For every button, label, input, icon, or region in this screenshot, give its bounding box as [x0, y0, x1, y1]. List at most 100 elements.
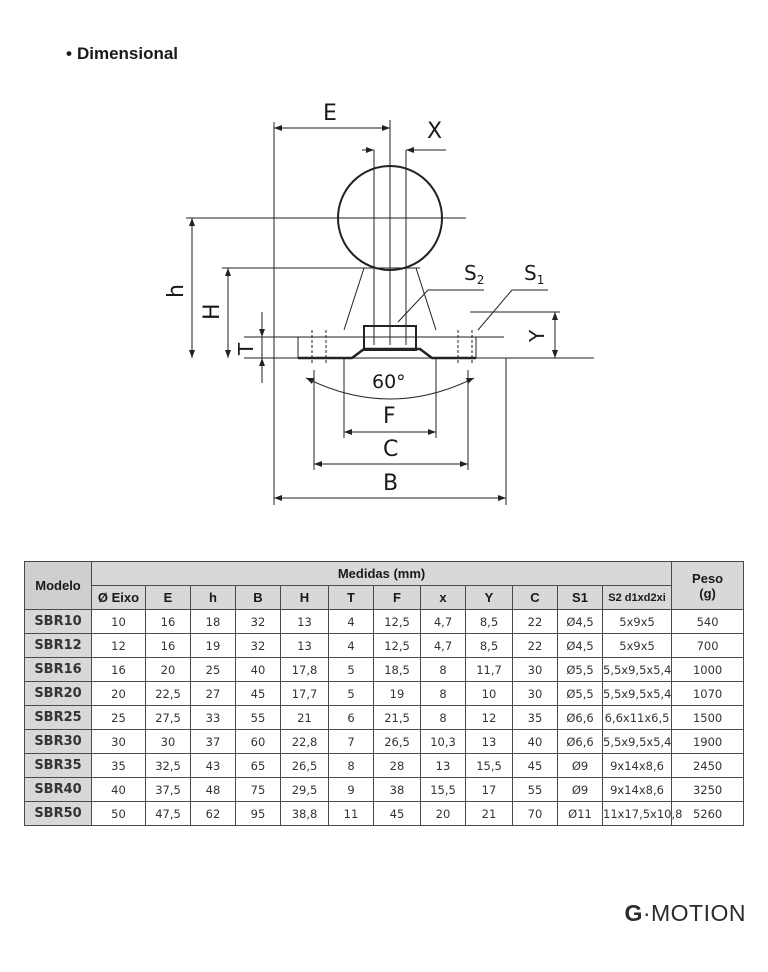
table-cell: 5,5x9,5x5,4 — [601, 681, 673, 706]
model-cell: SBR10 — [24, 609, 92, 634]
table-cell: 18 — [190, 609, 236, 634]
table-cell: 9x14x8,6 — [601, 777, 673, 802]
section-title: •Dimensional — [66, 44, 178, 64]
table-cell: 12 — [465, 705, 513, 730]
dimension-drawing: E X h H T Y F C B 60° S2 S1 — [164, 101, 594, 505]
table-cell: 5x9x5 — [601, 609, 673, 634]
header-col-0: Ø Eixo — [91, 585, 146, 610]
table-cell: 32 — [235, 633, 281, 658]
table-cell: 8 — [328, 753, 374, 778]
table-cell: 60 — [235, 729, 281, 754]
table-cell: 13 — [465, 729, 513, 754]
table-cell: 4 — [328, 609, 374, 634]
table-cell: 29,5 — [280, 777, 329, 802]
table-cell: 10 — [91, 609, 146, 634]
table-cell: 5,5x9,5x5,4 — [601, 657, 673, 682]
table-cell: 16 — [91, 657, 146, 682]
model-cell: SBR35 — [24, 753, 92, 778]
label-H: H — [200, 303, 225, 320]
model-cell: SBR30 — [24, 729, 92, 754]
section-title-text: Dimensional — [76, 44, 179, 63]
header-col-7: x — [420, 585, 466, 610]
table-cell: 20 — [145, 657, 191, 682]
header-col-5: T — [328, 585, 374, 610]
table-cell: 22,5 — [145, 681, 191, 706]
table-cell: 8 — [420, 657, 466, 682]
table-cell: 1500 — [671, 705, 745, 730]
table-cell: 16 — [145, 633, 191, 658]
table-cell: 38 — [373, 777, 421, 802]
table-cell: 10,3 — [420, 729, 466, 754]
table-cell: 30 — [145, 729, 191, 754]
table-cell: 3250 — [671, 777, 745, 802]
header-measures: Medidas (mm) — [90, 561, 673, 586]
table-cell: 33 — [190, 705, 236, 730]
table-cell: 55 — [235, 705, 281, 730]
table-cell: 16 — [145, 609, 191, 634]
table-cell: 9 — [328, 777, 374, 802]
table-cell: 20 — [91, 681, 146, 706]
table-cell: 4,7 — [420, 609, 466, 634]
table-cell: 27 — [190, 681, 236, 706]
table-cell: Ø4,5 — [557, 609, 603, 634]
label-S2-main: S — [464, 261, 477, 285]
label-S2-sub: 2 — [477, 273, 485, 287]
table-cell: 5 — [328, 681, 374, 706]
table-cell: 17,8 — [280, 657, 329, 682]
table-cell: 32 — [235, 609, 281, 634]
table-cell: 32,5 — [145, 753, 191, 778]
model-cell: SBR50 — [24, 801, 92, 826]
table-cell: 540 — [671, 609, 745, 634]
table-cell: 13 — [280, 633, 329, 658]
table-cell: 12 — [91, 633, 146, 658]
table-cell: 5260 — [671, 801, 745, 826]
table-cell: 38,8 — [280, 801, 329, 826]
table-cell: 45 — [235, 681, 281, 706]
table-cell: 22 — [512, 609, 558, 634]
table-cell: 22,8 — [280, 729, 329, 754]
table-cell: 65 — [235, 753, 281, 778]
table-cell: 5 — [328, 657, 374, 682]
table-cell: 37 — [190, 729, 236, 754]
table-cell: 19 — [190, 633, 236, 658]
table-cell: 4 — [328, 633, 374, 658]
label-angle: 60° — [372, 371, 406, 393]
table-cell: 26,5 — [280, 753, 329, 778]
table-cell: 12,5 — [373, 633, 421, 658]
table-cell: 40 — [91, 777, 146, 802]
table-cell: 21 — [465, 801, 513, 826]
table-cell: 700 — [671, 633, 745, 658]
gmotion-logo: G·MOTION — [624, 900, 746, 927]
table-cell: Ø11 — [557, 801, 603, 826]
table-cell: 10 — [465, 681, 513, 706]
table-cell: 8,5 — [465, 609, 513, 634]
table-cell: 13 — [420, 753, 466, 778]
table-cell: 5,5x9,5x5,4 — [601, 729, 673, 754]
model-cell: SBR25 — [24, 705, 92, 730]
table-cell: 1000 — [671, 657, 745, 682]
table-cell: 55 — [512, 777, 558, 802]
label-h: h — [164, 284, 189, 298]
table-cell: 45 — [373, 801, 421, 826]
table-cell: 7 — [328, 729, 374, 754]
label-X: X — [427, 119, 442, 144]
table-cell: 12,5 — [373, 609, 421, 634]
table-cell: 6,6x11x6,5 — [601, 705, 673, 730]
header-col-11: S2 d1xd2xi — [601, 585, 673, 610]
table-cell: 30 — [512, 657, 558, 682]
table-cell: 30 — [91, 729, 146, 754]
model-cell: SBR12 — [24, 633, 92, 658]
model-cell: SBR40 — [24, 777, 92, 802]
label-S2: S2 — [464, 261, 484, 287]
header-col-2: h — [190, 585, 236, 610]
table-cell: 47,5 — [145, 801, 191, 826]
